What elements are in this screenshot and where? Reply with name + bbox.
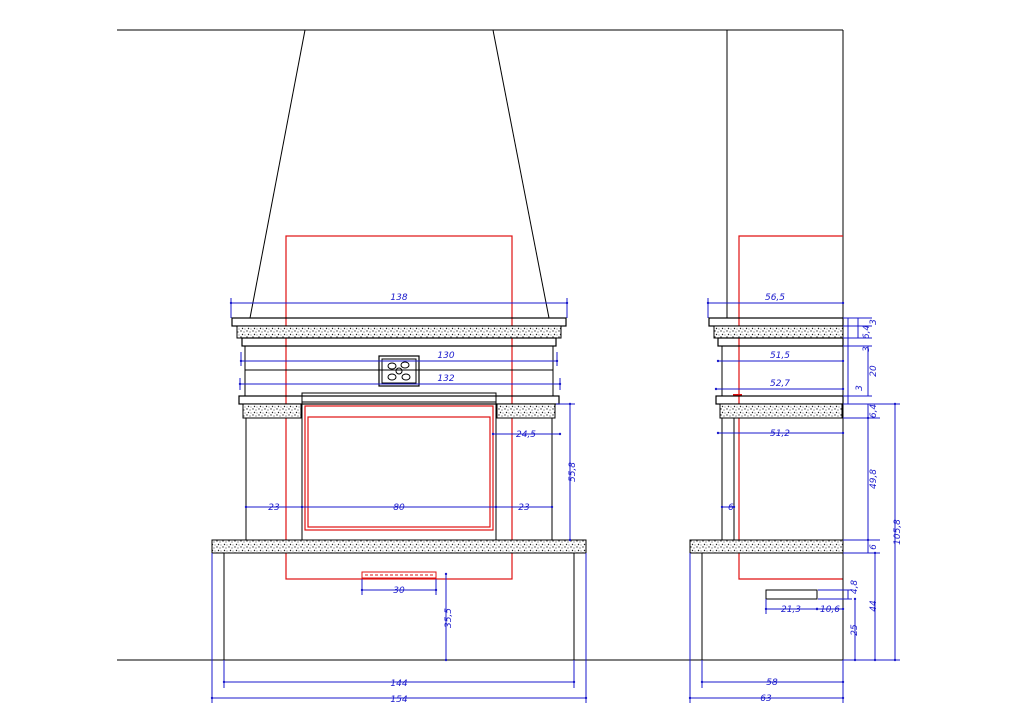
- side-shelf-top: [715, 395, 844, 405]
- side-base-block: [701, 552, 844, 661]
- side-top-cap: [708, 317, 844, 327]
- side-hearth-slab: [689, 539, 844, 554]
- dim-left-jamb: 23: [268, 503, 280, 513]
- firebox-opening-inner: [307, 416, 491, 528]
- dim-side-base-height-b: 25: [850, 624, 860, 636]
- dim-side-hood-top-depth: 56,5: [765, 293, 785, 303]
- base-block: [223, 552, 575, 661]
- dim-side-hearth-height: 6: [869, 544, 879, 550]
- dim-base-outer-width: 154: [390, 695, 407, 705]
- dim-side-cap-height-a: 3: [869, 319, 879, 325]
- ornament-flower-icon: [378, 355, 420, 387]
- side-elevation: [689, 30, 844, 661]
- dim-side-jamb-height: 49,8: [869, 469, 879, 489]
- dim-lower-band-width: 132: [437, 374, 454, 384]
- dim-side-frieze-height: 20: [869, 365, 879, 377]
- dim-base-height: 35,5: [444, 608, 454, 628]
- top-cap: [231, 317, 567, 327]
- dim-side-vent-offset: 10,6: [820, 605, 840, 615]
- firebox-frame: [301, 392, 497, 541]
- dim-side-jamb: 6: [728, 503, 734, 513]
- dim-hood-top-width: 138: [390, 293, 407, 303]
- hood-left-edge: [249, 29, 306, 319]
- dim-side-base-outer-depth: 63: [760, 694, 772, 704]
- left-granite-inlay: [242, 403, 302, 419]
- dim-side-lower-band-depth: 52,7: [770, 379, 790, 389]
- dim-vent-width: 30: [393, 586, 405, 596]
- dim-side-shelf-height: 6,4: [869, 404, 879, 419]
- dim-side-overall-height: 105,8: [893, 519, 903, 545]
- side-vent: [765, 589, 818, 600]
- dim-side-shelf-depth: 51,2: [770, 429, 790, 439]
- dim-opening-height: 55,8: [568, 462, 578, 482]
- frieze: [244, 345, 554, 397]
- dim-side-base-inner-depth: 58: [766, 678, 778, 688]
- left-jamb: [245, 417, 303, 541]
- firebox-opening-outer: [304, 405, 494, 531]
- top-granite-band: [236, 325, 562, 339]
- dim-upper-band-width: 130: [437, 351, 454, 361]
- right-granite-inlay: [496, 403, 556, 419]
- side-top-granite: [713, 325, 844, 339]
- side-granite-inlay: [719, 403, 843, 419]
- front-dimensions: 138 130 132 24,5 55,8 23 80 23 30 35,5 1…: [210, 293, 588, 705]
- side-dimensions: 56,5 51,5 52,7 51,2 6 3 6,4 3 20 3 6,4 4…: [688, 293, 903, 704]
- dim-opening-right-margin: 24,5: [516, 430, 536, 440]
- hood-right-edge: [492, 29, 550, 319]
- dim-side-vent-width: 21,3: [781, 605, 801, 615]
- side-upper-band: [717, 337, 844, 347]
- dim-right-jamb: 23: [518, 503, 530, 513]
- dim-side-vent-height: 4,8: [850, 580, 860, 595]
- dim-side-cap-height-b: 6,4: [862, 325, 872, 340]
- dim-side-upper-band-depth: 51,5: [770, 351, 790, 361]
- vent-grille: [361, 571, 437, 579]
- dim-base-inner-width: 144: [390, 679, 407, 689]
- dim-side-cap-gap: 3: [862, 346, 872, 352]
- hearth-slab: [211, 539, 587, 554]
- dim-opening-width: 80: [393, 503, 405, 513]
- front-elevation: [117, 29, 843, 661]
- dim-side-band-gap: 3: [855, 385, 865, 391]
- dim-side-base-height-a: 44: [869, 600, 879, 612]
- upper-band: [241, 337, 557, 347]
- shelf-top: [238, 395, 560, 405]
